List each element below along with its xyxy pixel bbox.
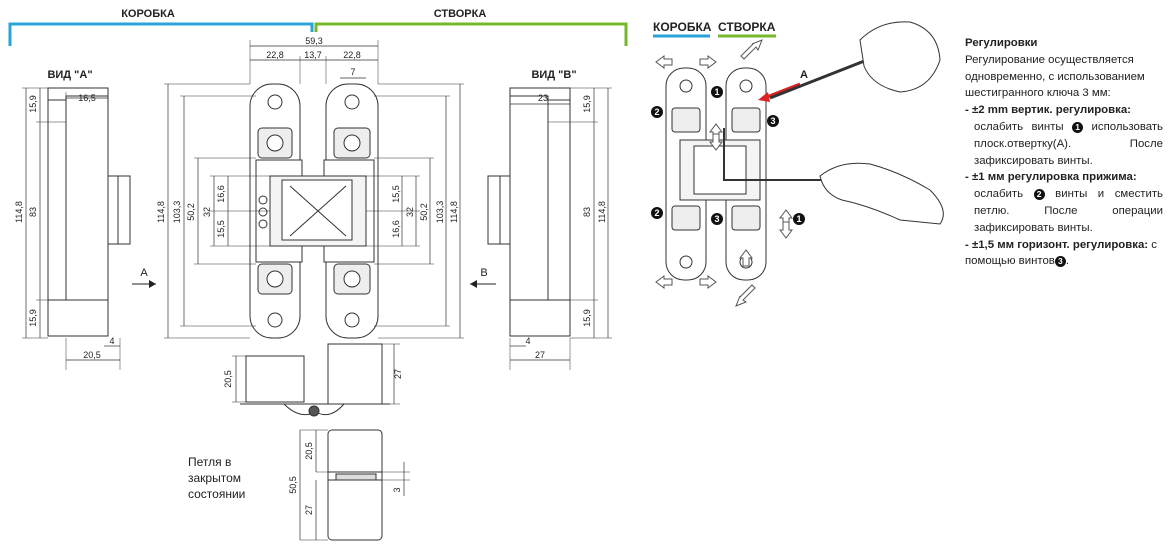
item1-text-a: ослабить винты [974, 120, 1064, 133]
adjust-frame-label: КОРОБКА [653, 20, 712, 34]
adjust-sash-label: СТВОРКА [718, 20, 776, 34]
callout-2-top: 2 [654, 107, 659, 117]
frame-bracket: КОРОБКА [8, 8, 314, 46]
instructions-item3: - ±1,5 мм горизонт. регулировка: с помощ… [965, 237, 1163, 271]
callout-3-bottom: 3 [714, 214, 719, 224]
sash-header: СТВОРКА [434, 8, 487, 20]
item2-text-b: винты и сместить петлю. После операции з… [974, 188, 1163, 234]
dim-view-b-total: 114,8 [597, 201, 607, 223]
callout-3-top: 3 [770, 116, 775, 126]
dim-view-b-small: 4 [525, 336, 530, 346]
dim-top-view-right: 27 [393, 369, 403, 379]
dim-closed-gap: 3 [392, 487, 402, 492]
callout-2-icon: 2 [1033, 189, 1045, 201]
adjust-diagram: КОРОБКА СТВОРКА [651, 20, 944, 307]
dim-top-offset-left: 16,6 [216, 185, 226, 203]
dim-sash-width: 22,8 [343, 50, 361, 60]
instructions-item2-body: ослабить 2 винты и сместить петлю. После… [965, 186, 1163, 236]
sash-bracket: СТВОРКА [314, 8, 628, 46]
dim-inner-height-right: 50,2 [419, 203, 429, 221]
dim-mid-offset-left: 15,5 [216, 220, 226, 238]
instructions-item1-body: ослабить винты 1 использовать плоск.отве… [965, 119, 1163, 169]
dim-overall-width: 59,3 [305, 36, 323, 46]
dim-view-a-small: 4 [109, 336, 114, 346]
dim-frame-width: 22,8 [266, 50, 284, 60]
dim-view-a-bottom: 15,9 [28, 309, 38, 327]
closed-state-caption: Петля в закрытом состоянии [188, 455, 246, 501]
item2-text-a: ослабить [974, 188, 1024, 201]
dim-view-a-height: 83 [28, 207, 38, 217]
dim-center-gap: 7 [350, 67, 355, 77]
dim-gap: 13,7 [304, 50, 322, 60]
callout-1-top: 1 [714, 87, 719, 97]
closed-view [299, 429, 410, 541]
instructions-intro: Регулирование осуществляется одновременн… [965, 53, 1145, 100]
dim-view-a-top: 15,9 [28, 95, 38, 113]
instructions-item2-head: - ±1 мм регулировка прижима: [965, 171, 1137, 184]
dim-view-a-total: 114,8 [14, 201, 24, 223]
item1-text-b: использовать плоск.отвертку(А). После за… [974, 120, 1163, 167]
dim-view-b-bottom: 15,9 [582, 309, 592, 327]
dim-top-offset-right: 16,6 [391, 220, 401, 238]
arrow-b-label: B [480, 267, 487, 279]
dim-inner-height-left: 50,2 [186, 203, 196, 221]
dim-top-view-left: 20,5 [223, 370, 233, 388]
dim-view-b-width: 27 [535, 350, 545, 360]
view-b-label: ВИД "B" [531, 69, 576, 81]
view-a: ВИД "А" [22, 69, 131, 370]
callout-1-icon: 1 [1072, 121, 1084, 133]
dim-closed-bottom: 27 [304, 505, 314, 515]
dim-view-b-height: 83 [582, 207, 592, 217]
dim-mid-offset-right: 15,5 [391, 185, 401, 203]
dim-slot-right: 32 [405, 207, 415, 217]
instructions-title: Регулировки [965, 37, 1038, 49]
item3-text-a: с помощью винтов [965, 238, 1157, 268]
dim-view-b-top: 15,9 [582, 95, 592, 113]
adjustment-instructions: Регулировки Регулирование осуществляется… [965, 35, 1163, 270]
view-a-label: ВИД "А" [47, 69, 92, 81]
dim-view-b-top-width: 23 [538, 93, 548, 103]
dim-total-height-left: 114,8 [156, 201, 166, 223]
item3-text-b: . [1065, 255, 1070, 268]
arrow-b: B [470, 267, 496, 288]
dim-body-height-left: 103,3 [172, 201, 182, 224]
dim-body-height-right: 103,3 [435, 201, 445, 224]
callout-2-bottom: 2 [654, 208, 659, 218]
dim-view-a-width: 20,5 [83, 350, 101, 360]
callout-1-bottom: 1 [796, 214, 801, 224]
callout-3-icon: 3 [1054, 256, 1066, 268]
item3-head: - ±1,5 мм горизонт. регулировка: [965, 238, 1149, 251]
frame-header: КОРОБКА [121, 8, 175, 20]
view-b: ВИД "B" [487, 69, 612, 370]
adjust-arrow-a: A [800, 69, 808, 81]
arrow-a: A [132, 267, 156, 288]
dim-closed-top: 20,5 [304, 442, 314, 460]
instructions-item1-head: - ±2 mm вертик. регулировка: [965, 104, 1131, 117]
dim-closed-total: 50,5 [288, 476, 298, 494]
arrow-a-label: A [140, 267, 148, 279]
front-view [164, 40, 464, 339]
dim-slot-left: 32 [202, 207, 212, 217]
dim-total-height-right: 114,8 [449, 201, 459, 223]
top-view [232, 343, 400, 417]
dim-view-a-top-width: 16,5 [78, 93, 96, 103]
